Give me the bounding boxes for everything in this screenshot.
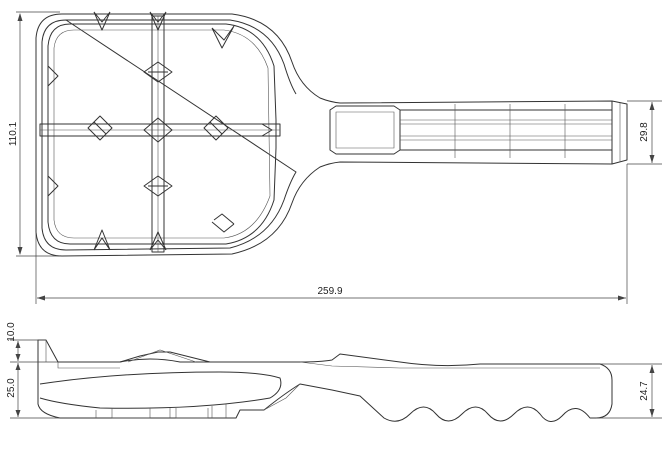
- head-inner-rim: [41, 19, 297, 251]
- dim-label-top-height: 110.1: [8, 121, 19, 146]
- dim-label-side-body: 25.0: [6, 378, 17, 398]
- handle-top: [329, 101, 621, 164]
- basket-inner: [47, 23, 277, 245]
- basket-inner-2: [53, 29, 271, 239]
- top-view: 110.1 259.9 29.8: [8, 11, 662, 304]
- dim-label-side-handle: 24.7: [639, 381, 650, 401]
- head-outline: [35, 13, 628, 257]
- side-view: 10.0 25.0 24.7: [6, 322, 662, 422]
- spikes: [47, 11, 273, 251]
- dim-label-side-tip: 10.0: [6, 322, 17, 342]
- side-spikes: [119, 351, 211, 363]
- dim-side-body: 25.0: [6, 363, 60, 419]
- dim-top-length: 259.9: [35, 164, 628, 304]
- dim-side-handle: 24.7: [596, 363, 662, 419]
- dim-label-handle-width: 29.8: [639, 122, 650, 142]
- dim-top-height: 110.1: [8, 11, 60, 257]
- dim-side-tip: 10.0: [6, 322, 58, 363]
- side-bowl: [39, 371, 282, 409]
- dim-label-top-length: 259.9: [317, 286, 342, 297]
- dim-handle-width: 29.8: [627, 100, 662, 165]
- side-profile: [37, 339, 613, 422]
